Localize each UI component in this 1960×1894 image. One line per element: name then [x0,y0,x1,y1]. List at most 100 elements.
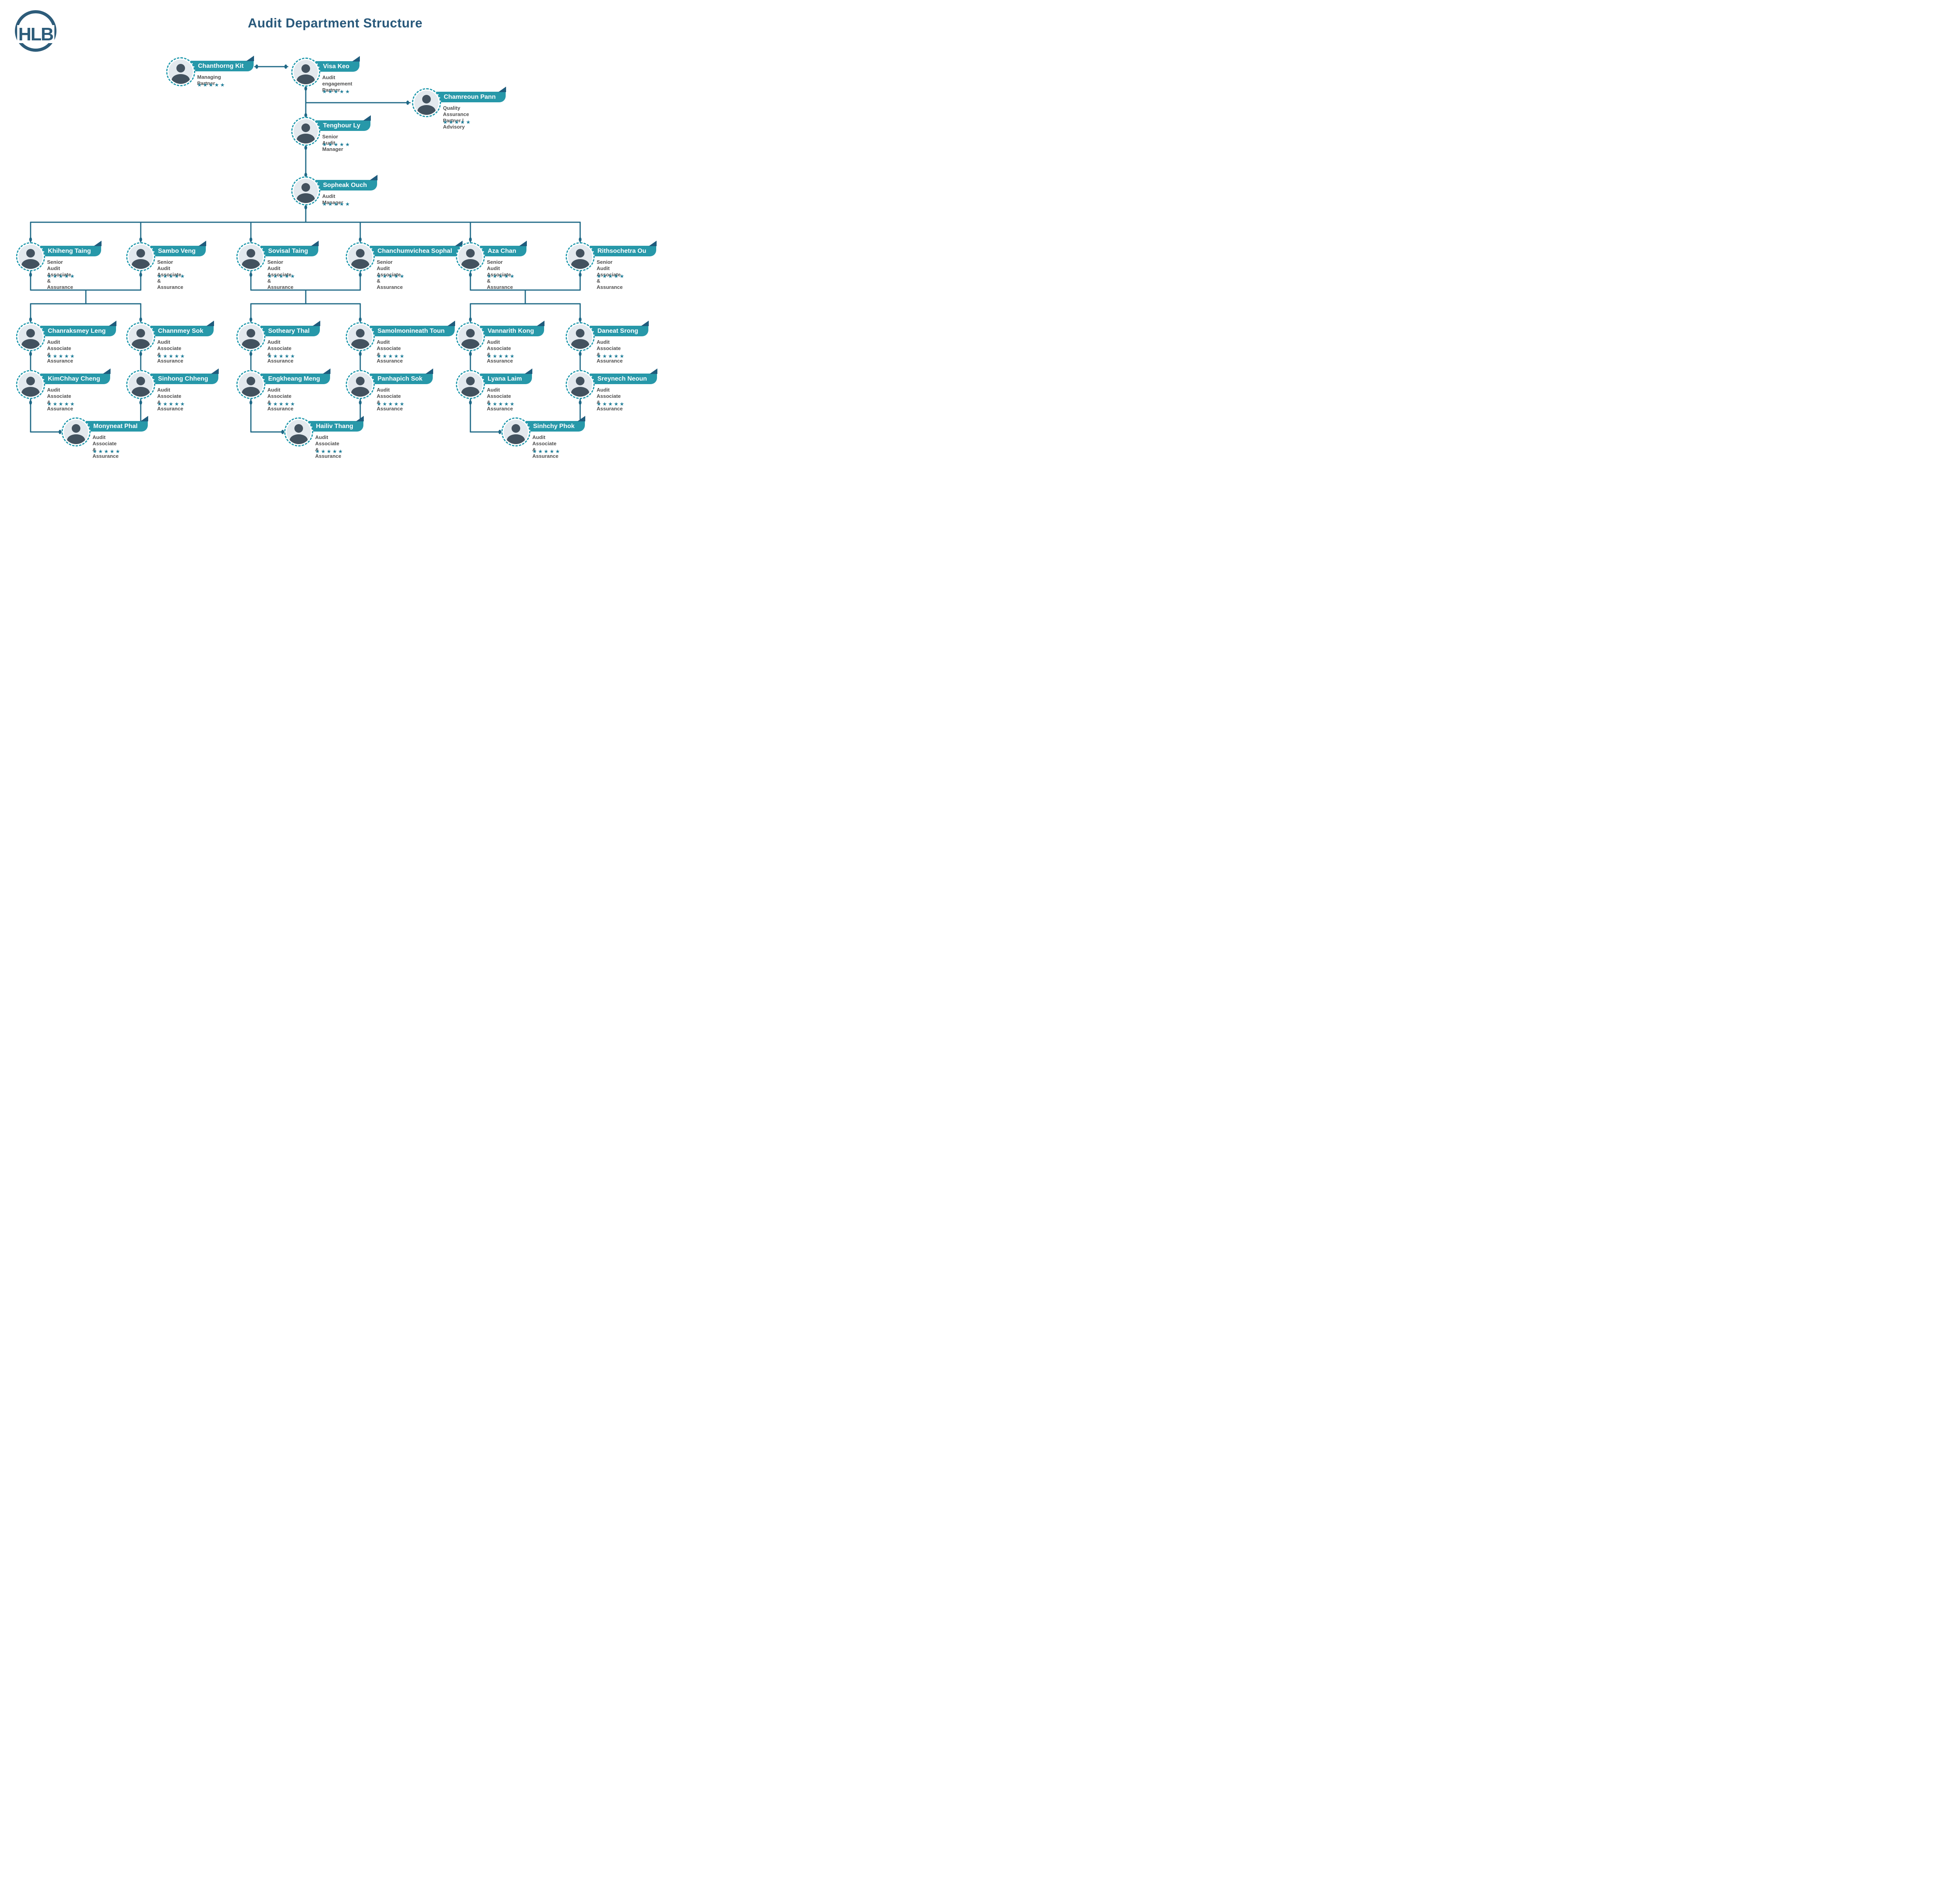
person-role: Audit Associate & Assurance [597,339,623,364]
person-role: Audit Associate & Assurance [47,339,73,364]
avatar [129,245,153,269]
person-role: Audit Associate & Assurance [532,434,559,459]
person-role: Senior Audit Associate & Assurance [487,259,513,290]
ribbon-fold-icon [103,368,111,374]
person-role: Audit engagement Partner [322,74,352,93]
person-name: Panhapich Sok [377,376,423,382]
person-role: Audit Manager [322,193,343,205]
ribbon-fold-icon [641,321,649,326]
ribbon-fold-icon [312,321,320,326]
avatar [18,325,43,349]
ribbon-fold-icon [447,321,456,326]
person-name: KimChhay Cheng [48,376,100,382]
star-rating: ★★★★★ [267,273,296,279]
avatar [348,245,372,269]
person-name: Sambo Veng [158,248,196,254]
person-role: Senior Audit Associate & Assurance [47,259,73,290]
person-name: Sopheak Ouch [323,182,367,189]
ribbon-fold-icon [455,241,463,246]
star-rating: ★★★★★ [487,401,516,407]
star-rating: ★★★★★ [47,273,76,279]
avatar [568,245,592,269]
avatar [294,119,318,143]
person-name: Samolmonineath Toun [377,328,445,334]
person-role: Audit Associate & Assurance [93,434,119,459]
person-name: Vannarith Kong [488,328,534,334]
ribbon-fold-icon [198,241,207,246]
person-name: Chanchumvichea Sophal [377,248,452,254]
hlb-logo-text: HLB [17,25,54,43]
person-role: Senior Audit Manager [322,134,343,152]
person-role: Quality Assurance Partner | Advisory [443,105,469,130]
person-name: Chanthorng Kit [198,63,244,69]
ribbon-fold-icon [356,416,364,421]
person-name: Rithsochetra Ou [597,248,646,254]
avatar [18,245,43,269]
star-rating: ★★★★★ [93,448,122,454]
ribbon-fold-icon [140,416,148,421]
person-name: Chamreoun Pann [444,94,496,100]
person-name: Chanraksmey Leng [48,328,106,334]
person-role: Audit Associate & Assurance [487,339,513,364]
person-name: Khiheng Taing [48,248,91,254]
star-rating: ★★★★★ [487,273,516,279]
ribbon-fold-icon [206,321,214,326]
person-name: Hailiv Thang [316,423,354,430]
person-role: Audit Associate & Assurance [597,387,623,412]
person-role: Audit Associate & Assurance [315,434,341,459]
avatar [348,372,372,397]
person-role: Audit Associate & Assurance [377,387,403,412]
star-rating: ★★★★★ [597,273,626,279]
avatar [18,372,43,397]
person-role: Senior Audit Associate & Assurance [157,259,183,290]
avatar [348,325,372,349]
star-rating: ★★★★★ [377,353,406,359]
avatar [414,91,439,115]
ribbon-fold-icon [352,56,360,62]
star-rating: ★★★★★ [267,353,296,359]
star-rating: ★★★★★ [47,353,76,359]
person-name: Sovisal Taing [268,248,308,254]
person-name: Channmey Sok [158,328,203,334]
avatar [458,372,483,397]
star-rating: ★★★★★ [197,82,226,88]
star-rating: ★★★★★ [597,353,626,359]
person-role: Audit Associate & Assurance [157,387,183,412]
avatar [239,245,263,269]
person-role: Audit Associate & Assurance [267,339,294,364]
name-ribbon: Visa Keo [300,56,360,72]
star-rating: ★★★★★ [443,119,472,125]
star-rating: ★★★★★ [322,89,351,94]
avatar [458,325,483,349]
star-rating: ★★★★★ [157,353,186,359]
avatar [504,420,528,444]
person-role: Senior Audit Associate & Assurance [597,259,623,290]
avatar [239,372,263,397]
page-title: Audit Department Structure [248,16,423,30]
person-name: Lyana Laim [488,376,522,382]
star-rating: ★★★★★ [267,401,296,407]
ribbon-fold-icon [211,368,219,374]
person-name: Engkheang Meng [268,376,320,382]
ribbon-fold-icon [425,368,433,374]
star-rating: ★★★★★ [377,401,406,407]
ribbon-fold-icon [310,241,319,246]
star-rating: ★★★★★ [487,353,516,359]
person-role: Audit Associate & Assurance [47,387,73,412]
avatar [169,60,193,84]
star-rating: ★★★★★ [532,448,561,454]
ribbon-fold-icon [519,241,527,246]
person-name: Sotheary Thal [268,328,310,334]
avatar [239,325,263,349]
avatar [294,60,318,84]
person-role: Senior Audit Associate & Assurance [267,259,294,290]
avatar [568,325,592,349]
person-role: Senior Audit Associate & Assurance [377,259,403,290]
ribbon-fold-icon [323,368,331,374]
hlb-logo: HLB [15,10,56,52]
ribbon-fold-icon [537,321,545,326]
person-role: Audit Associate & Assurance [157,339,183,364]
star-rating: ★★★★★ [322,201,351,207]
avatar [287,420,311,444]
avatar [458,245,483,269]
